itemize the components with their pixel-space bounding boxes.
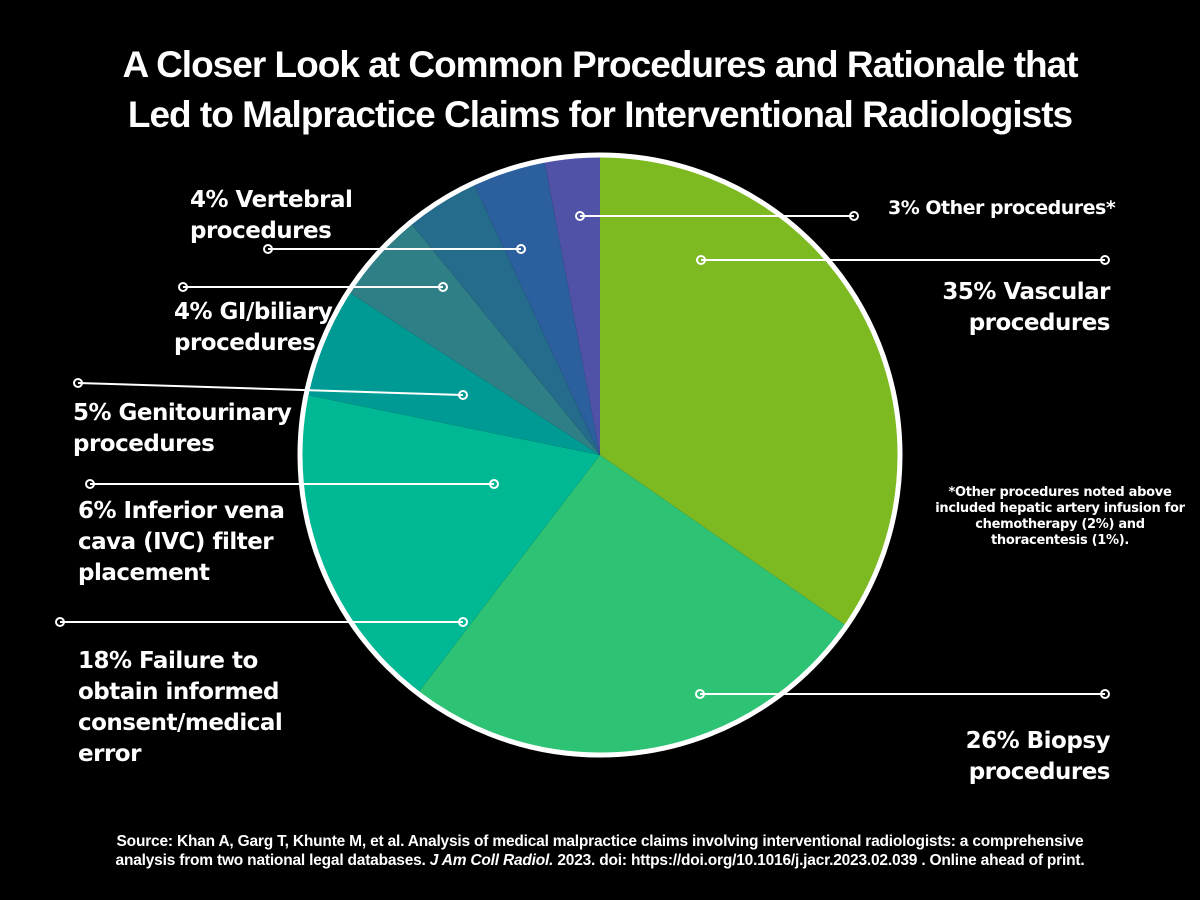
leader-dot-icon [575,211,585,221]
label-vertebral: 4% Vertebral procedures [190,187,353,244]
pie-slice [417,455,847,756]
leader-dot-icon [438,282,448,292]
source-citation: Source: Khan A, Garg T, Khunte M, et al.… [0,832,1200,870]
label-vascular: 35% Vascular procedures [942,279,1110,336]
title-line-1: A Closer Look at Common Procedures and R… [122,44,1078,85]
leader-dot-icon [263,244,273,254]
footnote: *Other procedures noted above included h… [935,485,1185,548]
leader-dot-icon [695,689,705,699]
leader-dot-icon [458,390,468,400]
pie-slice [600,155,901,627]
leader-dot-icon [849,211,859,221]
label-genitourinary: 5% Genitourinary procedures [73,400,292,457]
pie-slice [473,160,600,456]
label-biopsy: 26% Biopsy procedures [965,728,1111,785]
pie-slice [300,394,600,694]
label-ivc: 6% Inferior vena cava (IVC) filter place… [78,498,285,586]
pie-slice [306,291,600,455]
leader-dot-icon [516,244,526,254]
pie-border [297,152,903,758]
leader-dot-icon [1100,255,1110,265]
label-gi-biliary: 4% GI/biliary procedures [174,299,333,356]
leader-dot-icon [1100,689,1110,699]
leader-dot-icon [489,479,499,489]
pie-slice [410,182,600,455]
leader-dot-icon [55,617,65,627]
pie-slice [544,155,600,455]
leader-dot-icon [458,617,468,627]
pie-slice [348,222,600,455]
journal-name: J Am Coll Radiol. [429,852,554,869]
label-failure: 18% Failure to obtain informed consent/m… [78,648,283,767]
source-line-2: analysis from two national legal databas… [115,852,1085,869]
leader-dot-icon [85,479,95,489]
title-line-2: Led to Malpractice Claims for Interventi… [127,94,1073,135]
leader-lines [55,211,1110,699]
leader-dot-icon [178,282,188,292]
pie-slices [300,155,901,756]
leader-line [77,382,464,396]
chart-title: A Closer Look at Common Procedures and R… [0,40,1200,140]
leader-dot-icon [73,378,83,388]
label-other: 3% Other procedures* [888,197,1116,219]
leader-dot-icon [696,255,706,265]
